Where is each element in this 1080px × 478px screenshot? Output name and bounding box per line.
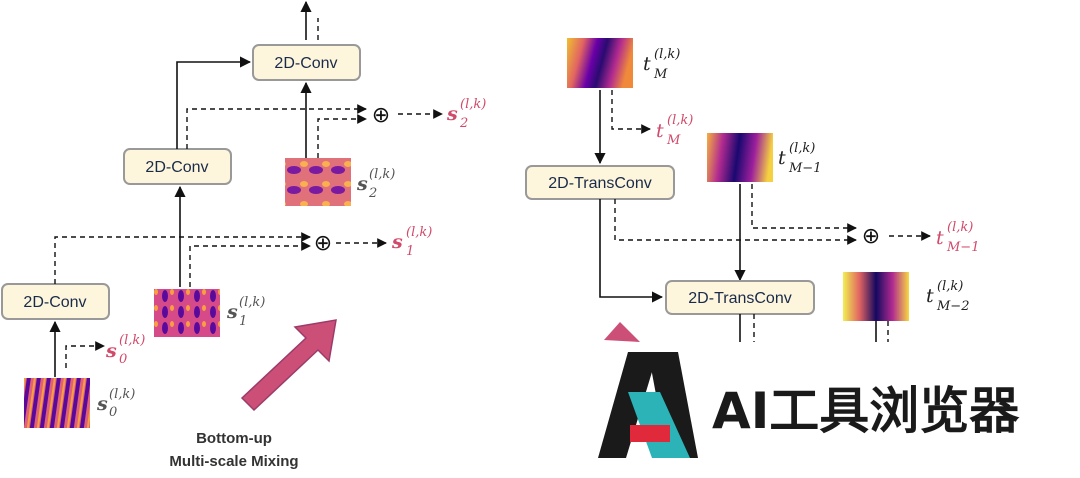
watermark-text: AI工具浏览器 (712, 382, 1020, 440)
conv-label-mid: 2D-Conv (145, 159, 208, 176)
svg-text:0: 0 (119, 352, 127, 367)
svg-text:t: t (656, 120, 664, 142)
arrow-conv2-to-conv3 (176, 56, 252, 149)
svg-text:s: s (105, 340, 117, 362)
transconv-label-1: 2D-TransConv (548, 175, 651, 192)
heatmap-tM (567, 38, 633, 88)
heatmap-s0 (24, 378, 90, 428)
bottom-up-arrow-icon (240, 319, 337, 412)
svg-text:M−1: M−1 (788, 161, 821, 176)
dashed-tM-out (611, 90, 651, 134)
top-down-arrow-partial-icon (604, 322, 640, 342)
conv-label-top: 2D-Conv (274, 55, 337, 72)
heatmap-s1 (154, 289, 220, 337)
dashed-conv1-to-plus1 (54, 232, 311, 284)
label-s0-output: s (l,k) 0 (105, 333, 145, 367)
svg-text:(l,k): (l,k) (239, 295, 265, 310)
svg-text:t: t (926, 285, 934, 307)
svg-text:(l,k): (l,k) (654, 47, 680, 62)
label-tM1: t (l,k) M−1 (778, 141, 821, 176)
svg-text:M: M (666, 133, 681, 148)
svg-text:M−1: M−1 (946, 240, 979, 255)
label-s2: s (l,k) 2 (356, 167, 395, 201)
svg-text:2: 2 (368, 186, 377, 201)
caption-line1: Bottom-up (196, 430, 272, 447)
svg-text:s: s (226, 301, 238, 323)
label-s1: s (l,k) 1 (226, 295, 265, 329)
svg-text:M−2: M−2 (936, 299, 969, 314)
label-tM-output: t (l,k) M (656, 113, 693, 148)
arrow-transconv1-to-transconv2 (599, 199, 664, 303)
heatmap-s2 (285, 158, 351, 206)
svg-text:(l,k): (l,k) (369, 167, 395, 182)
dashed-transconv1-to-plus (614, 199, 857, 245)
svg-text:s: s (391, 231, 403, 253)
svg-text:(l,k): (l,k) (789, 141, 815, 156)
svg-text:(l,k): (l,k) (109, 387, 135, 402)
svg-text:t: t (643, 53, 651, 75)
dashed-s1-to-plus1 (189, 241, 311, 287)
heatmap-tM2 (843, 272, 909, 321)
svg-text:t: t (936, 227, 944, 249)
label-s0: s (l,k) 0 (96, 387, 135, 420)
svg-text:(l,k): (l,k) (460, 97, 486, 112)
label-tM: t (l,k) M (643, 47, 680, 82)
conv-box-top (252, 44, 361, 81)
plus-circle-2: ⊕ (372, 103, 390, 128)
caption-line2: Multi-scale Mixing (169, 453, 298, 470)
plus-circle-1: ⊕ (314, 231, 332, 256)
ai-tool-browser-logo-icon (598, 352, 698, 458)
svg-text:s: s (356, 173, 368, 195)
label-s2-output: s (l,k) 2 (446, 97, 486, 131)
svg-text:(l,k): (l,k) (937, 279, 963, 294)
svg-text:t: t (778, 147, 786, 169)
dashed-tM1-to-plus (751, 184, 857, 233)
label-s1-output: s (l,k) 1 (391, 225, 432, 259)
svg-text:1: 1 (406, 244, 414, 259)
dashed-s2-to-plus2 (317, 114, 367, 158)
svg-text:0: 0 (109, 405, 117, 420)
svg-text:(l,k): (l,k) (406, 225, 432, 240)
dashed-conv2-to-plus2 (186, 104, 367, 149)
svg-text:M: M (653, 67, 668, 82)
transconv-label-2: 2D-TransConv (688, 290, 791, 307)
dashed-s0-out (65, 341, 105, 368)
label-tM1-output: t (l,k) M−1 (936, 220, 979, 255)
svg-text:(l,k): (l,k) (119, 333, 145, 348)
svg-text:s: s (96, 393, 108, 415)
svg-text:2: 2 (459, 116, 468, 131)
svg-text:s: s (446, 103, 458, 125)
svg-text:1: 1 (239, 314, 247, 329)
heatmap-tM1 (707, 133, 773, 182)
svg-text:(l,k): (l,k) (947, 220, 973, 235)
plus-circle-right: ⊕ (862, 224, 880, 249)
label-tM2: t (l,k) M−2 (926, 279, 969, 314)
svg-text:(l,k): (l,k) (667, 113, 693, 128)
conv-label-bottom: 2D-Conv (23, 294, 86, 311)
